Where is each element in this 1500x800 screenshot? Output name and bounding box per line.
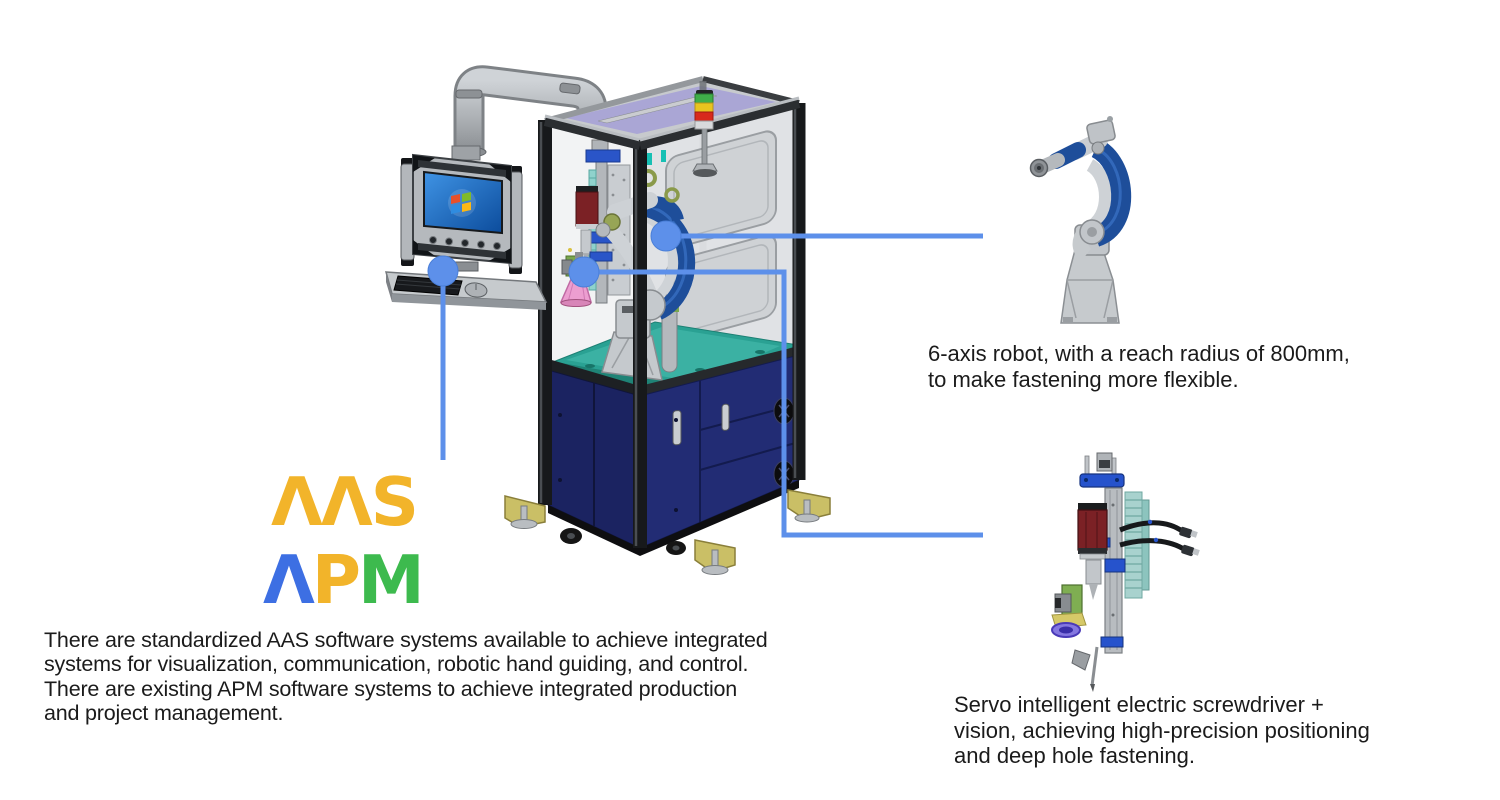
frame-posts <box>538 96 806 548</box>
panel-clip <box>647 153 652 165</box>
aas-logo: ΛΛS <box>271 469 419 536</box>
caption-line: 6-axis robot, with a reach radius of 800… <box>928 341 1350 366</box>
apm-letter-m: M <box>357 541 425 619</box>
aas-logo-text: ΛΛS <box>271 463 419 541</box>
motor-cap <box>576 186 598 193</box>
stack-light-yellow <box>694 102 714 113</box>
door-handle <box>672 410 682 446</box>
caption-line: systems for visualization, communication… <box>44 652 749 677</box>
caption-line: Servo intelligent electric screwdriver + <box>954 692 1324 717</box>
callout-dot-screwdriver <box>568 256 600 288</box>
screwdriver-caption: Servo intelligent electric screwdriver +… <box>954 692 1370 769</box>
caption-line: to make fastening more flexible. <box>928 366 1239 392</box>
stack-light-red <box>694 111 714 122</box>
door-handle <box>721 403 730 431</box>
callout-line-screwdriver <box>598 269 983 538</box>
servo-motor <box>1077 509 1108 551</box>
screwdriver-motor <box>575 191 599 227</box>
screwdriver-image <box>1051 452 1200 692</box>
stack-light-green <box>694 93 714 104</box>
monitor-side-rail <box>400 158 523 274</box>
apm-logo: ΛPM <box>263 547 425 614</box>
caption-line: and deep hole fastening. <box>954 743 1195 768</box>
windows-logo <box>451 192 471 214</box>
enclosure <box>504 76 831 575</box>
caption-line: and project management. <box>44 701 284 726</box>
monitor-assembly <box>384 145 548 310</box>
monitor-screen <box>423 170 503 235</box>
caption-line: There are existing APM software systems … <box>44 676 738 701</box>
apm-letter-a: Λ <box>263 541 315 619</box>
leveling-feet <box>504 489 831 575</box>
screwdriver-bit <box>1090 646 1099 687</box>
keyboard-tray <box>384 271 548 310</box>
robot-arm-image <box>1029 116 1132 324</box>
panel-clip <box>661 150 666 162</box>
software-caption: There are standardized AAS software syst… <box>44 628 768 726</box>
callout-dot-software <box>427 255 459 287</box>
caption-line: There are standardized AAS software syst… <box>44 628 768 652</box>
callout-dot-robot <box>650 220 682 252</box>
stack-light <box>692 90 718 177</box>
monitor-buttons <box>429 236 501 250</box>
apm-letter-p: P <box>311 541 361 619</box>
top-bracket <box>1079 473 1125 488</box>
robot-caption: 6-axis robot, with a reach radius of 800… <box>928 341 1350 392</box>
enclosure-top <box>543 76 800 146</box>
caption-line: vision, achieving high-precision positio… <box>954 717 1370 743</box>
